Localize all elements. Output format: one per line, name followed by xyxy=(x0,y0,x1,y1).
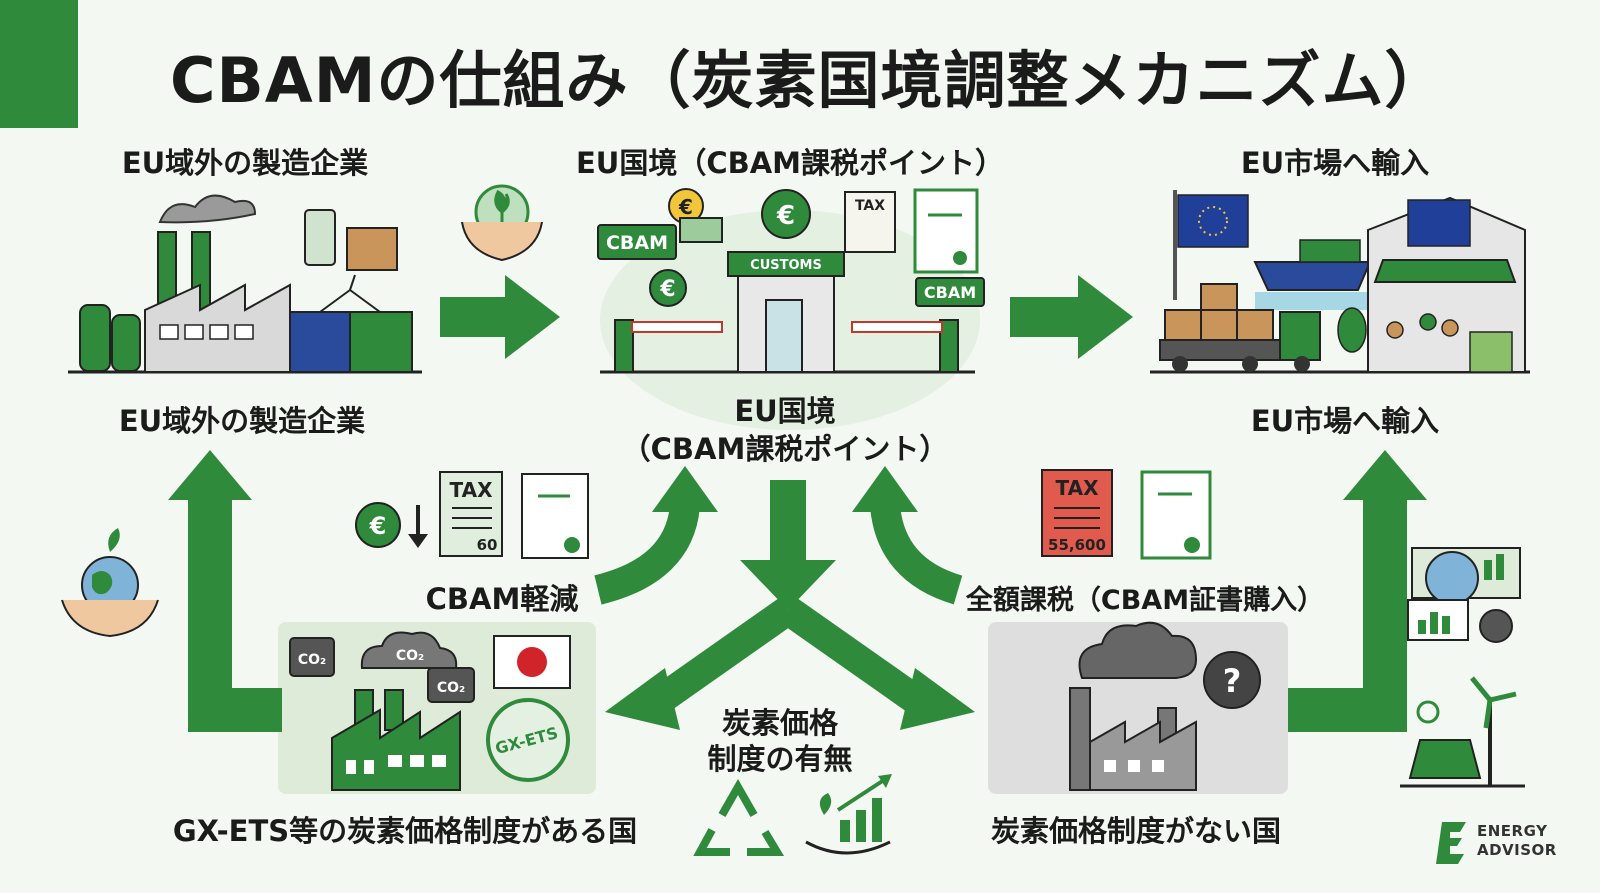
growth-hand-icon xyxy=(805,774,892,855)
header-right: EU市場へ輸入 xyxy=(1240,146,1430,180)
dashboard-globe-icon xyxy=(1407,547,1521,643)
decision-fork-arrow xyxy=(605,480,975,730)
cbam-tag-2: CBAM xyxy=(924,283,976,302)
mid-label-right: EU市場へ輸入 xyxy=(1250,404,1440,438)
left-up-arrow xyxy=(168,450,282,732)
mid-label-left: EU域外の製造企業 xyxy=(118,404,366,438)
bottom-label-left: GX-ETS等の炭素価格制度がある国 xyxy=(172,814,638,848)
eu-market-icon xyxy=(1150,190,1530,374)
euro-sign-coin: € xyxy=(678,195,693,219)
co2-bubble-1: CO₂ xyxy=(298,652,326,668)
customs-booth-icon xyxy=(597,188,985,430)
decision-label-2: 制度の有無 xyxy=(707,742,853,776)
customs-sign: CUSTOMS xyxy=(750,258,822,273)
cbam-tag-1: CBAM xyxy=(606,232,668,254)
logo-line-2: ADVISOR xyxy=(1477,841,1557,859)
full-tax-arrow xyxy=(852,466,963,605)
euro-sign-coin-2: € xyxy=(659,277,675,302)
question-mark: ? xyxy=(1223,662,1242,700)
decision-label-1: 炭素価格 xyxy=(721,706,838,740)
mid-label-center-1: EU国境 xyxy=(734,394,836,428)
bottom-label-right: 炭素価格制度がない国 xyxy=(990,814,1281,848)
energy-advisor-logo: ENERGY ADVISOR xyxy=(1477,822,1557,860)
euro-sign-booth: € xyxy=(776,201,795,231)
branch-label-full-tax: 全額課税（CBAM証書購入） xyxy=(965,585,1325,616)
branch-label-reduction: CBAM軽減 xyxy=(425,582,579,616)
header-center: EU国境（CBAM課税ポイント） xyxy=(575,146,1005,180)
no-price-factory-icon xyxy=(1069,621,1261,791)
euro-sign-reduction: € xyxy=(369,512,387,540)
solar-wind-icon xyxy=(1400,676,1525,788)
logo-line-1: ENERGY xyxy=(1477,822,1548,840)
mid-label-center-2: （CBAM課税ポイント） xyxy=(621,432,949,466)
japan-factory-icon xyxy=(289,631,571,791)
globe-hands-icon xyxy=(61,528,159,638)
tax-doc-high-label: TAX xyxy=(1056,476,1100,500)
reduced-tax-documents-icon xyxy=(355,471,589,559)
factory-icon xyxy=(68,194,422,374)
co2-bubble-3: CO₂ xyxy=(437,680,465,696)
header-left: EU域外の製造企業 xyxy=(121,146,369,180)
arrow-to-border xyxy=(440,275,560,359)
right-up-arrow xyxy=(1288,450,1427,732)
full-tax-documents-icon xyxy=(1041,469,1212,560)
cbam-reduction-arrow xyxy=(594,466,718,605)
tax-amount-high: 55,600 xyxy=(1048,536,1106,554)
co2-bubble-2: CO₂ xyxy=(396,648,424,664)
tax-amount-low: 60 xyxy=(477,536,498,554)
arrow-to-eu-market xyxy=(1010,275,1133,359)
tax-doc-label: TAX xyxy=(855,198,885,214)
recycle-icon xyxy=(693,778,785,856)
energy-advisor-logo-icon xyxy=(1436,822,1466,864)
corner-accent xyxy=(0,0,78,128)
sustainability-hands-icon xyxy=(461,184,543,262)
page-title: CBAMの仕組み（炭素国境調整メカニズム） xyxy=(170,44,1448,117)
tax-doc-low-label: TAX xyxy=(450,478,494,502)
